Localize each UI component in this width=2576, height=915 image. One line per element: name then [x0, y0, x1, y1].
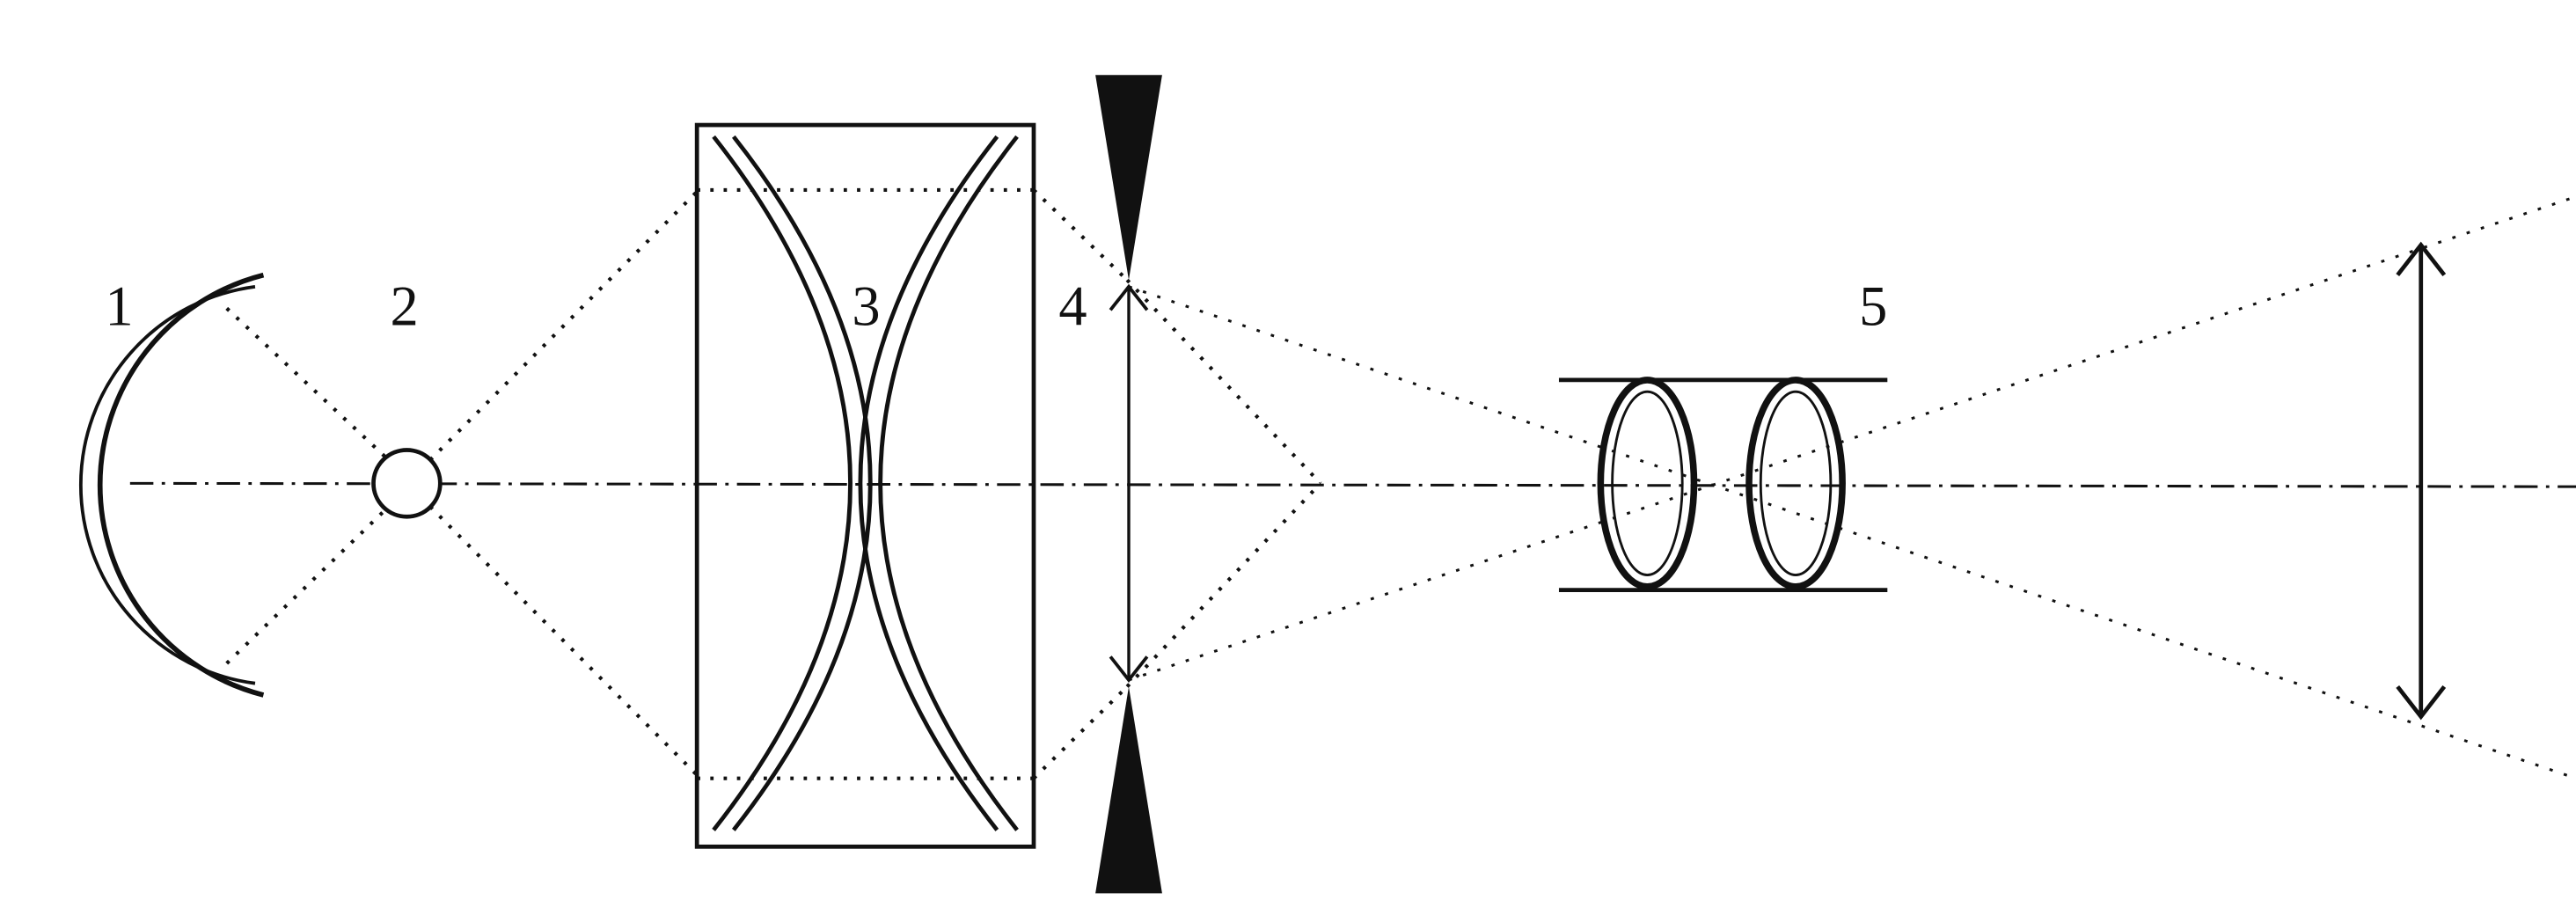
optical-axis — [129, 481, 2576, 488]
diaphragm-bottom — [1095, 686, 1162, 894]
label-objective: 5 — [1859, 274, 1887, 337]
concave-mirror — [79, 272, 265, 698]
label-condenser: 3 — [852, 274, 880, 337]
light-source — [371, 448, 443, 519]
label-mirror: 1 — [105, 274, 133, 337]
condenser-lens-left — [712, 135, 873, 831]
condenser-inner-rays — [697, 187, 1034, 780]
source-rays — [428, 190, 699, 777]
image-arrow — [2396, 241, 2447, 721]
objective — [1558, 377, 1888, 592]
objective-lens-right — [1745, 377, 1846, 590]
label-light-source: 2 — [390, 274, 418, 337]
mirror-rays — [225, 306, 389, 665]
diaphragm-top — [1095, 75, 1162, 281]
condenser-housing — [694, 122, 1036, 849]
condenser-lens-right — [858, 135, 1019, 831]
condenser-output-rays — [1032, 188, 1322, 780]
label-slide: 4 — [1058, 274, 1087, 337]
slide — [1095, 75, 1162, 894]
condenser — [694, 122, 1036, 849]
objective-lens-left — [1597, 377, 1698, 590]
